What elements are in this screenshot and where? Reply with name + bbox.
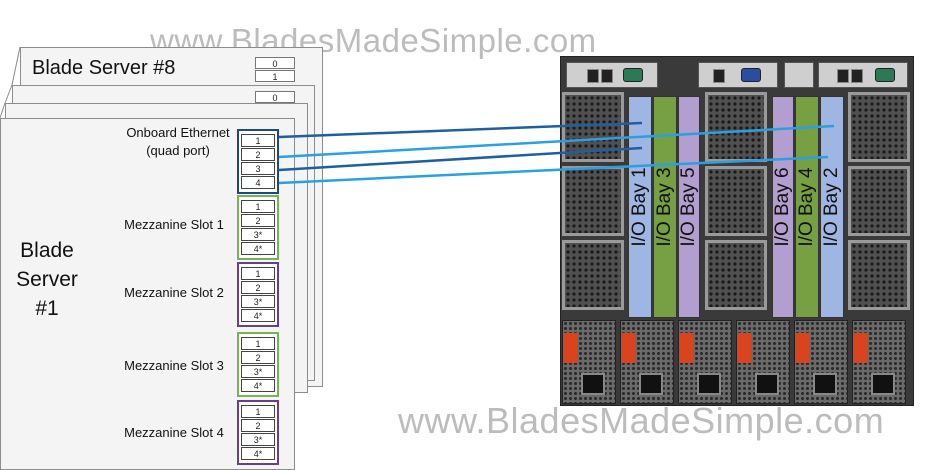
watermark-bottom: www.BladesMadeSimple.com bbox=[398, 400, 885, 441]
fan-module bbox=[562, 240, 624, 310]
blade-server-1-title: Blade Server #1 bbox=[16, 239, 78, 320]
power-supply bbox=[620, 320, 674, 404]
fan-module bbox=[562, 166, 624, 236]
network-jack-icon bbox=[601, 69, 613, 83]
mezz3-port-3: 3* bbox=[241, 365, 275, 378]
mezz3-port-4: 4* bbox=[241, 379, 275, 392]
io-bay-3: I/O Bay 3 bbox=[653, 96, 677, 318]
onboard-ethernet-label: Onboard Ethernet (quad port) bbox=[126, 125, 230, 158]
mezz1-port-1: 1 bbox=[241, 200, 275, 213]
onboard-ethernet-ports: 1 2 3 4 bbox=[237, 129, 279, 194]
power-supply bbox=[562, 320, 616, 404]
stack-edge-lines bbox=[0, 46, 21, 119]
mezzanine-slot-3-label: Mezzanine Slot 3 bbox=[124, 358, 224, 373]
mezz1-port-3: 3* bbox=[241, 228, 275, 241]
mezz2-port-2: 2 bbox=[241, 281, 275, 294]
fan-module bbox=[705, 240, 767, 310]
blade-server-8-title: Blade Server #8 bbox=[32, 57, 176, 79]
mezz2-port-3: 3* bbox=[241, 295, 275, 308]
network-jack-icon bbox=[837, 69, 849, 83]
mezz2-port-4: 4* bbox=[241, 309, 275, 322]
blade-8-port-1: 1 bbox=[255, 70, 295, 82]
fan-module bbox=[848, 92, 910, 162]
mezz1-port-4: 4* bbox=[241, 242, 275, 255]
io-bay-6-label: I/O Bay 6 bbox=[772, 167, 793, 247]
network-jack-icon bbox=[713, 69, 725, 83]
mezz3-port-2: 2 bbox=[241, 351, 275, 364]
ikvm-module bbox=[698, 62, 778, 88]
onboard-port-4: 4 bbox=[241, 176, 275, 189]
fan-module bbox=[848, 166, 910, 236]
fan-module bbox=[848, 240, 910, 310]
vga-port-icon bbox=[741, 68, 761, 82]
fan-module bbox=[705, 92, 767, 162]
mezzanine-slot-4-ports: 1 2 3* 4* bbox=[237, 400, 279, 465]
mezzanine-slot-2-label: Mezzanine Slot 2 bbox=[124, 285, 224, 300]
blade-8-port-0: 0 bbox=[255, 57, 295, 69]
io-bay-4: I/O Bay 4 bbox=[795, 96, 819, 318]
mezz4-port-1: 1 bbox=[241, 405, 275, 418]
serial-port-icon bbox=[875, 68, 895, 82]
power-supply bbox=[678, 320, 732, 404]
power-supply bbox=[852, 320, 906, 404]
cmc-module-right bbox=[818, 62, 908, 88]
fan-module bbox=[705, 166, 767, 236]
io-bay-2-label: I/O Bay 2 bbox=[821, 167, 842, 247]
network-jack-icon bbox=[851, 69, 863, 83]
mezz4-port-2: 2 bbox=[241, 419, 275, 432]
serial-port-icon bbox=[623, 68, 643, 82]
mezzanine-slot-1-ports: 1 2 3* 4* bbox=[237, 195, 279, 260]
onboard-port-2: 2 bbox=[241, 148, 275, 161]
io-bay-3-label: I/O Bay 3 bbox=[654, 167, 675, 247]
mezz1-port-2: 2 bbox=[241, 214, 275, 227]
io-bay-5-label: I/O Bay 5 bbox=[678, 167, 699, 247]
io-bay-2: I/O Bay 2 bbox=[820, 96, 844, 318]
usb-module bbox=[784, 62, 814, 88]
mezzanine-slot-4-label: Mezzanine Slot 4 bbox=[124, 425, 224, 440]
mezz4-port-4: 4* bbox=[241, 447, 275, 460]
mezz4-port-3: 3* bbox=[241, 433, 275, 446]
fan-module bbox=[562, 92, 624, 162]
io-bay-4-label: I/O Bay 4 bbox=[796, 167, 817, 247]
io-bay-5: I/O Bay 5 bbox=[678, 96, 700, 318]
power-supply bbox=[736, 320, 790, 404]
mezzanine-slot-2-ports: 1 2 3* 4* bbox=[237, 262, 279, 327]
onboard-port-1: 1 bbox=[241, 134, 275, 147]
mezzanine-slot-3-ports: 1 2 3* 4* bbox=[237, 332, 279, 397]
cmc-module-left bbox=[566, 62, 658, 88]
io-bay-1: I/O Bay 1 bbox=[628, 96, 652, 318]
blade-middle-port-0: 0 bbox=[255, 91, 295, 103]
io-bay-1-label: I/O Bay 1 bbox=[629, 167, 650, 247]
mezz3-port-1: 1 bbox=[241, 337, 275, 350]
power-supply bbox=[794, 320, 848, 404]
network-jack-icon bbox=[587, 69, 599, 83]
mezzanine-slot-1-label: Mezzanine Slot 1 bbox=[124, 217, 224, 232]
onboard-port-3: 3 bbox=[241, 162, 275, 175]
mezz2-port-1: 1 bbox=[241, 267, 275, 280]
io-bay-6: I/O Bay 6 bbox=[772, 96, 794, 318]
